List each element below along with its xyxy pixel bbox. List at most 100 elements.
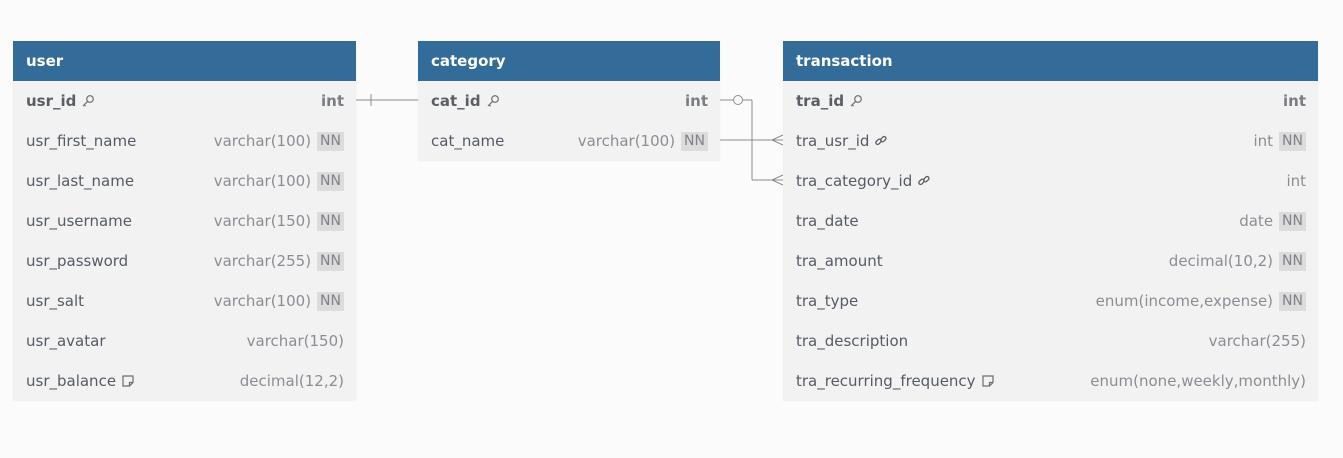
relation-line-usr-to-tra-usr[interactable] [720, 134, 784, 146]
field-name: tra_amount [796, 252, 883, 270]
field-row-cat-id[interactable]: cat_id int [418, 81, 720, 121]
field-row-tra-description[interactable]: tra_description varchar(255) [783, 321, 1318, 361]
field-type: varchar(100)NN [213, 131, 344, 151]
field-name-label: tra_recurring_frequency [796, 372, 976, 390]
field-name-label: tra_id [796, 92, 845, 110]
field-name-label: tra_amount [796, 252, 883, 270]
field-type: date NN [1239, 211, 1306, 231]
field-row-usr-salt[interactable]: usr_salt varchar(100) NN [13, 281, 356, 321]
field-name: tra_usr_id [796, 132, 888, 150]
field-type: varchar(100) NN [213, 291, 344, 311]
field-name: usr_last_name [26, 172, 134, 190]
field-name: cat_id [431, 92, 500, 110]
field-type-label: varchar(150) [246, 332, 344, 350]
table-user[interactable]: user usr_id int usr_first_name varchar(100)… [13, 41, 356, 401]
field-type-label: date [1239, 212, 1274, 230]
field-type-label: varchar(150) [213, 212, 312, 230]
field-name: usr_id [26, 92, 95, 110]
field-row-usr-id[interactable]: usr_id int [13, 81, 356, 121]
field-name-label: usr_id [26, 92, 77, 110]
table-header[interactable]: category [418, 41, 720, 81]
not-null-badge: NN [1279, 291, 1306, 311]
field-name-label: usr_avatar [26, 332, 106, 350]
field-row-usr-first-name[interactable]: usr_first_name varchar(100)NN [13, 121, 356, 161]
field-row-tra-date[interactable]: tra_date date NN [783, 201, 1318, 241]
link-icon [917, 174, 931, 188]
field-type-label: varchar(100) [577, 132, 676, 150]
field-name-label: tra_type [796, 292, 859, 310]
field-type-label: decimal(10,2) [1168, 252, 1274, 270]
field-name-label: usr_first_name [26, 132, 137, 150]
field-name: tra_type [796, 292, 858, 310]
field-type: varchar(100) NN [213, 171, 344, 191]
not-null-badge: NN [317, 171, 344, 191]
field-row-usr-password[interactable]: usr_password varchar(255) NN [13, 241, 356, 281]
field-type: enum(income,expense) NN [1095, 291, 1306, 311]
field-name-label: tra_date [796, 212, 859, 230]
field-type: int [1286, 172, 1306, 190]
field-name-label: usr_last_name [26, 172, 135, 190]
field-name-label: usr_password [26, 252, 129, 270]
field-type: int [685, 92, 708, 110]
not-null-badge: NN [317, 211, 344, 231]
field-type: decimal(10,2) NN [1168, 251, 1306, 271]
field-type-label: varchar(100) [213, 132, 312, 150]
field-name-label: tra_category_id [796, 172, 913, 190]
field-name: cat_name [431, 132, 504, 150]
not-null-badge: NN [1279, 251, 1306, 271]
table-header[interactable]: transaction [783, 41, 1318, 81]
relation-category-transaction[interactable] [720, 95, 784, 186]
not-null-badge: NN [317, 291, 344, 311]
field-row-tra-type[interactable]: tra_type enum(income,expense) NN [783, 281, 1318, 321]
not-null-badge: NN [681, 131, 708, 151]
table-header[interactable]: user [13, 41, 356, 81]
field-row-cat-name[interactable]: cat_name varchar(100) NN [418, 121, 720, 161]
field-type-label: enum(income,expense) [1095, 292, 1274, 310]
not-null-badge: NN [1279, 131, 1306, 151]
field-name: tra_description [796, 332, 908, 350]
field-row-usr-avatar[interactable]: usr_avatar varchar(150) [13, 321, 356, 361]
table-body: cat_id int cat_name varchar(100) NN [418, 81, 720, 161]
key-icon [849, 94, 863, 108]
field-type: varchar(100) NN [577, 131, 708, 151]
field-name-label: cat_name [431, 132, 505, 150]
not-null-badge: NN [317, 251, 344, 271]
field-name-label: tra_description [796, 332, 909, 350]
note-icon [981, 374, 995, 388]
key-icon [486, 94, 500, 108]
field-type-label: int [1286, 172, 1306, 190]
field-name: usr_balance [26, 372, 135, 390]
field-name: tra_id [796, 92, 863, 110]
field-name: usr_username [26, 212, 132, 230]
field-row-tra-category-id[interactable]: tra_category_id int [783, 161, 1318, 201]
field-type: int [1283, 92, 1306, 110]
table-category[interactable]: category cat_id int cat_name varchar(100) NN [418, 41, 720, 161]
field-name: usr_salt [26, 292, 84, 310]
field-row-usr-username[interactable]: usr_username varchar(150) NN [13, 201, 356, 241]
relation-user-transaction[interactable] [356, 94, 420, 106]
field-name: usr_password [26, 252, 128, 270]
field-row-tra-id[interactable]: tra_id int [783, 81, 1318, 121]
field-type-label: varchar(255) [213, 252, 312, 270]
field-type-label: varchar(255) [1208, 332, 1306, 350]
field-type-label: varchar(100) [213, 172, 312, 190]
field-name-label: cat_id [431, 92, 481, 110]
field-type: int [321, 92, 344, 110]
not-null-badge: NN [1279, 211, 1306, 231]
field-name-label: usr_username [26, 212, 132, 230]
field-name-label: usr_balance [26, 372, 117, 390]
field-type-label: int [321, 92, 344, 110]
field-row-usr-last-name[interactable]: usr_last_name varchar(100) NN [13, 161, 356, 201]
field-row-tra-amount[interactable]: tra_amount decimal(10,2) NN [783, 241, 1318, 281]
field-type: varchar(255) [1209, 332, 1306, 350]
field-type-label: varchar(100) [213, 292, 312, 310]
note-icon [121, 374, 135, 388]
